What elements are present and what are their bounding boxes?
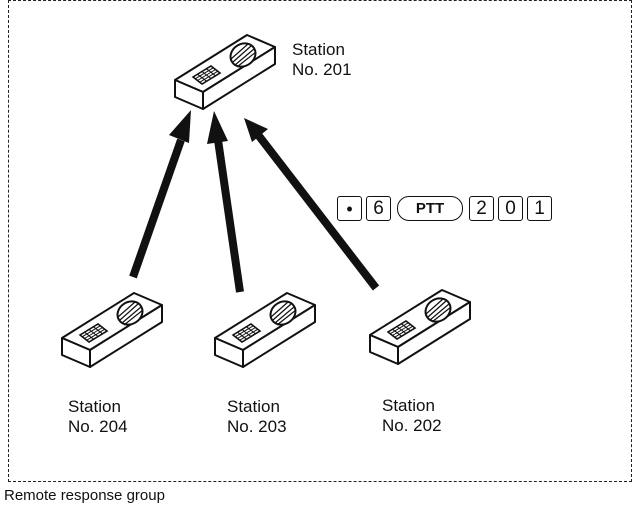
station-203-label: Station No. 203 bbox=[227, 397, 287, 437]
station-201-label: Station No. 201 bbox=[292, 40, 352, 80]
station-202-label: Station No. 202 bbox=[382, 396, 442, 436]
figure-caption: Remote response group bbox=[4, 487, 165, 504]
station-204-label-line2: No. 204 bbox=[68, 417, 128, 436]
key-2: 2 bbox=[469, 196, 494, 221]
key-ptt: PTT bbox=[397, 196, 463, 221]
station-201-label-line1: Station bbox=[292, 40, 345, 59]
arrow-204-to-201 bbox=[129, 110, 191, 279]
station-201-label-line2: No. 201 bbox=[292, 60, 352, 79]
station-202-label-line2: No. 202 bbox=[382, 416, 442, 435]
diagram-frame bbox=[8, 0, 632, 482]
arrow-203-to-201 bbox=[207, 111, 244, 293]
key-0: 0 bbox=[498, 196, 523, 221]
key-sequence: • 6 PTT 2 0 1 bbox=[337, 196, 556, 221]
station-203-label-line1: Station bbox=[227, 397, 280, 416]
key-dot-label: • bbox=[346, 198, 353, 219]
station-204-label-line1: Station bbox=[68, 397, 121, 416]
station-202-label-line1: Station bbox=[382, 396, 435, 415]
station-204-label: Station No. 204 bbox=[68, 397, 128, 437]
arrow-202-to-201 bbox=[244, 118, 380, 291]
key-1: 1 bbox=[527, 196, 552, 221]
key-6: 6 bbox=[366, 196, 391, 221]
station-203-label-line2: No. 203 bbox=[227, 417, 287, 436]
key-dot: • bbox=[337, 196, 362, 221]
